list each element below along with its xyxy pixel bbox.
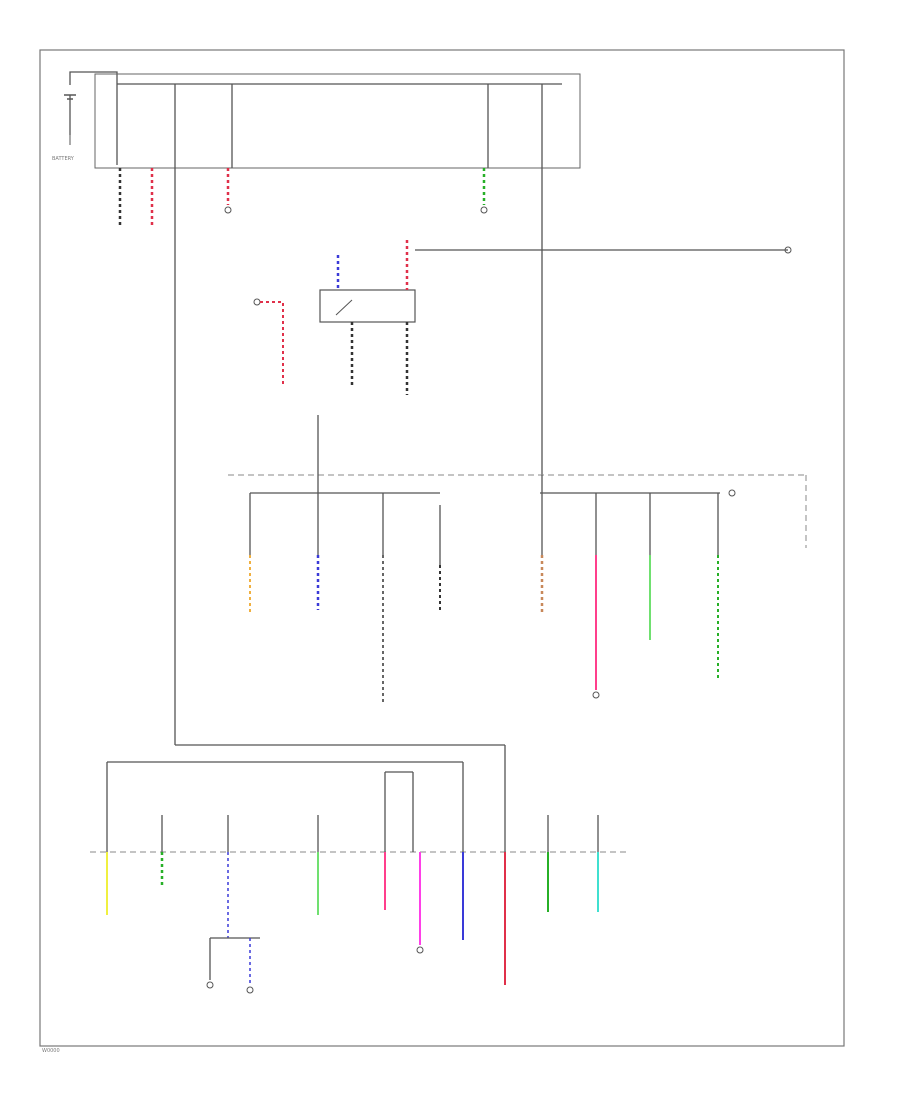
battery-symbol bbox=[64, 71, 118, 165]
fusible-link-box bbox=[94, 73, 581, 169]
relay bbox=[319, 240, 792, 395]
ipdm-bus bbox=[228, 415, 807, 548]
battery-label: BATTERY bbox=[52, 156, 75, 162]
upper-wire-group bbox=[118, 168, 543, 745]
ipdm-fuse-wires bbox=[249, 489, 736, 705]
diagram-frame bbox=[39, 49, 845, 1047]
lower-fuse-block bbox=[90, 744, 628, 853]
left-signal-wire bbox=[253, 298, 284, 385]
footer-code: W0000 bbox=[42, 1048, 60, 1054]
lower-fuse-wires bbox=[106, 790, 599, 994]
